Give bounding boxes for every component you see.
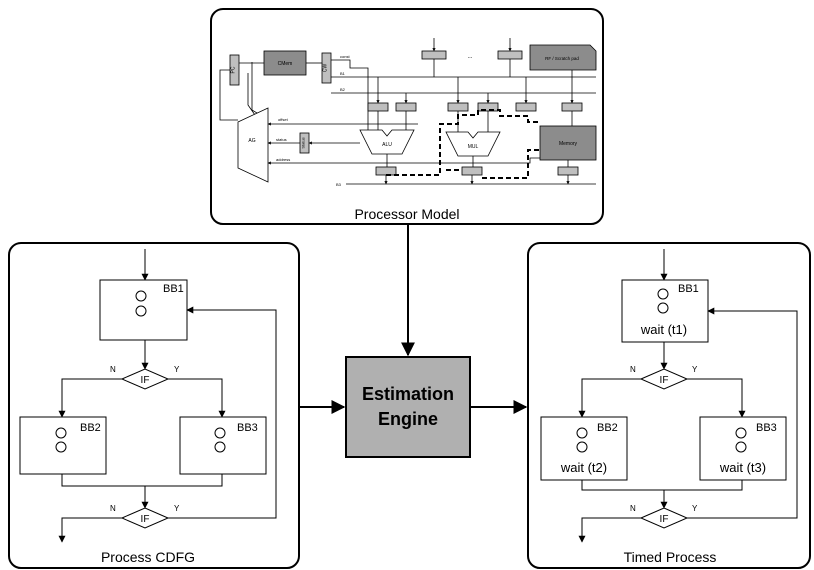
cdfg-merge	[61, 474, 223, 487]
mul-block	[445, 131, 501, 157]
ag-block	[237, 107, 269, 183]
critical-path-dashed-2	[482, 149, 540, 179]
memory-label: Memory	[559, 141, 578, 147]
cdfg-bb3-node	[214, 441, 226, 453]
cdfg-bb3-label: BB3	[237, 422, 258, 434]
top-register-1	[421, 50, 447, 60]
cdfg-bb2-node	[55, 441, 67, 453]
rf-block	[529, 44, 597, 71]
cdfg-if-bottom-label: IF	[141, 514, 150, 525]
timed-bb1-label: BB1	[678, 283, 699, 295]
const-wire	[331, 59, 369, 130]
ellipsis-label: ...	[467, 54, 472, 60]
timed-merge	[581, 480, 743, 491]
cdfg-caption: Process CDFG	[101, 549, 195, 565]
b1-label: B1	[340, 71, 346, 76]
top-register-2	[497, 50, 523, 60]
engine-box	[345, 356, 471, 458]
timed-bb1-node	[657, 302, 669, 314]
timed-bb2-node	[576, 441, 588, 453]
processor-model: PC CMem CW const B1 B2 B3 ... RF / Scrat…	[210, 8, 604, 225]
status-register-label: Status	[301, 137, 306, 148]
cdfg-bb3-node	[214, 427, 226, 439]
timed-if-bottom-label: IF	[660, 514, 669, 525]
cmem-label: CMem	[278, 61, 293, 67]
timed-bb3-wait: wait (t3)	[719, 460, 766, 475]
b2-label: B2	[340, 87, 346, 92]
critical-path-dashed	[386, 109, 540, 176]
estimation-engine: Estimation Engine	[345, 356, 471, 458]
const-label: const	[340, 54, 350, 59]
timed-if-top-label: IF	[660, 375, 669, 386]
timed-if-top-yes: Y	[692, 365, 698, 374]
cdfg-if-top-yes: Y	[174, 365, 180, 374]
cdfg-if-bottom-no: N	[110, 504, 116, 513]
engine-line2: Engine	[378, 409, 438, 429]
b3-label: B3	[336, 182, 342, 187]
ag-label: AG	[248, 138, 255, 144]
process-cdfg: BB1 IF N Y BB2 BB3 IF N Y Process CDFG	[8, 242, 300, 569]
timed-no-branch	[578, 378, 641, 418]
pc-label: PC	[231, 66, 237, 73]
cw-label: CW	[323, 64, 329, 73]
mid-register-6	[561, 102, 583, 112]
timed-bb1-node	[657, 288, 669, 300]
timed-bb2-label: BB2	[597, 422, 618, 434]
address-wire	[267, 157, 540, 165]
cdfg-exit-no	[58, 517, 122, 543]
cw-register	[321, 52, 332, 84]
cdfg-bb2-node	[55, 427, 67, 439]
ag-loop-wire	[219, 69, 238, 121]
timed-yes-branch	[687, 378, 746, 418]
timed-if-bottom-no: N	[630, 504, 636, 513]
memory-block	[539, 125, 597, 161]
pc-to-ag-wire	[251, 62, 263, 117]
processor-model-frame	[210, 8, 604, 225]
cdfg-frame	[8, 242, 300, 569]
cdfg-if-bottom-yes: Y	[174, 504, 180, 513]
cdfg-if-top-no: N	[110, 365, 116, 374]
timed-loop-back	[687, 307, 798, 519]
timed-if-bottom-yes: Y	[692, 504, 698, 513]
mid-register-3	[447, 102, 469, 112]
mul-label: MUL	[468, 144, 479, 150]
bottom-register-2	[461, 166, 483, 176]
cdfg-bb1-node	[135, 290, 147, 302]
cdfg-bb2-label: BB2	[80, 422, 101, 434]
address-label: address	[276, 157, 290, 162]
bottom-register-1	[375, 166, 397, 176]
timed-bb3-node	[735, 441, 747, 453]
cdfg-no-branch	[58, 378, 122, 418]
cdfg-bb1-node	[135, 305, 147, 317]
timed-bb1-wait: wait (t1)	[640, 322, 687, 337]
timed-process: BB1 wait (t1) IF N Y BB2 wait (t2) BB3 w…	[527, 242, 811, 569]
rf-label: RF / Scratch pad	[545, 56, 579, 61]
cdfg-loop-back	[168, 306, 277, 519]
timed-exit-no	[578, 517, 641, 543]
engine-line1: Estimation	[362, 384, 454, 404]
bottom-register-3	[557, 166, 579, 176]
mid-register-5	[515, 102, 537, 112]
alu-label: ALU	[382, 142, 392, 148]
cdfg-yes-branch	[168, 378, 226, 418]
cdfg-bb1-label: BB1	[163, 283, 184, 295]
timed-caption: Timed Process	[624, 549, 717, 565]
timed-if-top-no: N	[630, 365, 636, 374]
cdfg-if-top-label: IF	[141, 375, 150, 386]
offset-label: offset	[278, 117, 289, 122]
timed-bb3-label: BB3	[756, 422, 777, 434]
processor-model-caption: Processor Model	[354, 206, 459, 222]
timed-frame	[527, 242, 811, 569]
mid-register-1	[367, 102, 389, 112]
timed-bb3-node	[735, 427, 747, 439]
mid-register-2	[395, 102, 417, 112]
status-label: status	[276, 137, 287, 142]
alu-block	[359, 129, 415, 155]
cw-to-ag-wire	[247, 73, 256, 116]
timed-bb2-wait: wait (t2)	[560, 460, 607, 475]
timed-bb2-node	[576, 427, 588, 439]
